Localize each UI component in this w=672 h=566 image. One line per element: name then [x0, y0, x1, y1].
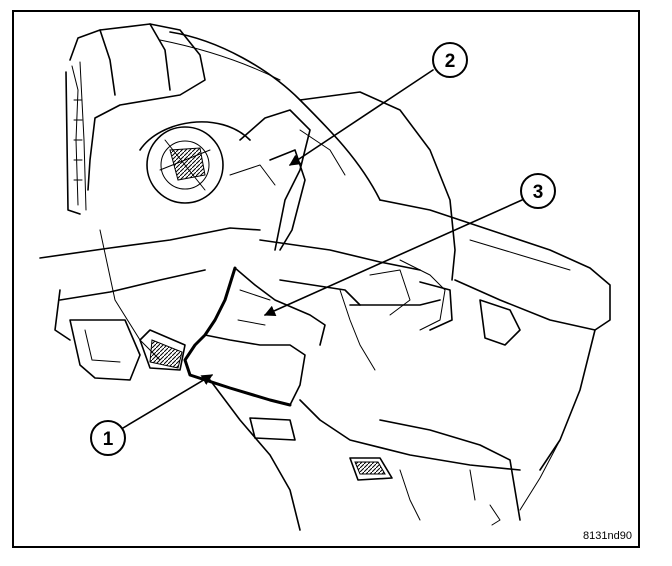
figure-code: 8131nd90 [583, 530, 632, 542]
callout-3: 3 [520, 173, 556, 209]
callout-2: 2 [432, 42, 468, 78]
leader-line-2 [289, 69, 434, 166]
callout-1: 1 [90, 420, 126, 456]
leader-line-1 [122, 374, 213, 429]
instrument-panel-drawing [39, 23, 611, 531]
callout-number-3: 3 [533, 182, 544, 203]
leader-lines [122, 69, 523, 429]
callout-number-2: 2 [445, 51, 456, 72]
leader-line-3 [263, 199, 523, 316]
figure-border [12, 10, 640, 548]
callout-number-1: 1 [103, 429, 114, 450]
